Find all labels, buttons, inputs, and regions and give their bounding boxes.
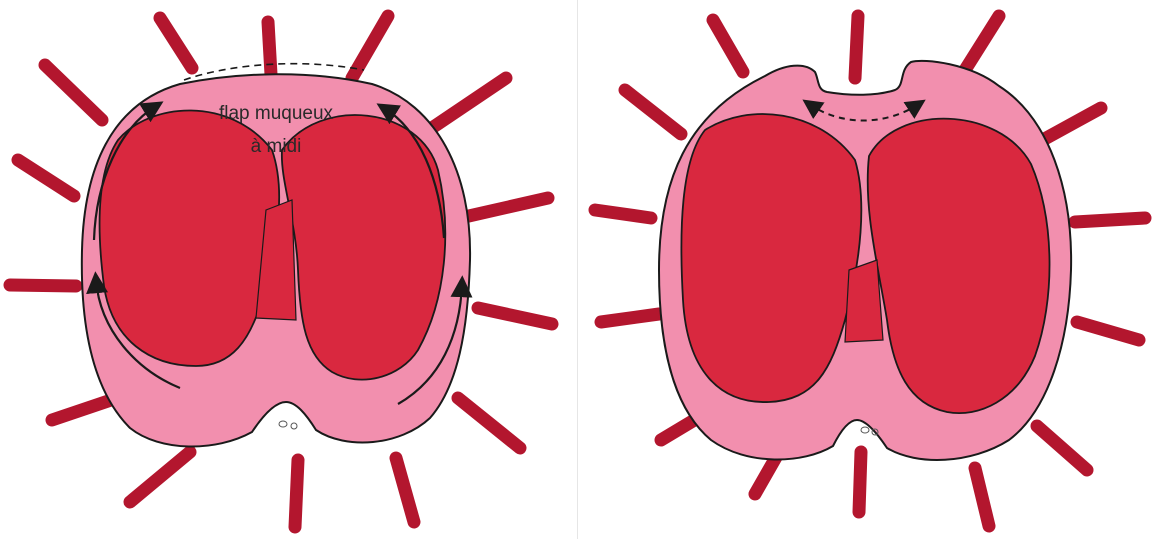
fiber <box>130 452 190 502</box>
fiber <box>396 458 414 522</box>
fiber <box>713 20 743 72</box>
fiber <box>975 468 989 526</box>
fiber <box>625 90 681 134</box>
fiber <box>1077 322 1139 340</box>
fiber <box>10 285 76 286</box>
fiber <box>352 16 388 78</box>
flap-label-line-1: flap muqueux <box>196 101 356 127</box>
left-illustration <box>0 0 578 539</box>
fiber <box>18 160 74 196</box>
fiber <box>855 16 858 78</box>
right-center-flap <box>845 260 883 342</box>
right-panel <box>579 0 1159 539</box>
fiber <box>859 452 861 512</box>
panel-divider <box>577 0 578 539</box>
fiber <box>458 398 520 448</box>
fiber <box>595 210 651 218</box>
fiber <box>160 18 192 68</box>
fiber <box>1075 218 1145 222</box>
fiber <box>295 460 298 527</box>
fiber <box>1037 426 1087 470</box>
fiber <box>601 314 659 322</box>
fiber <box>965 16 999 70</box>
small-mark <box>279 421 287 427</box>
right-illustration <box>579 0 1159 539</box>
left-panel: flap muqueux à midi <box>0 0 578 539</box>
fiber <box>1039 108 1101 142</box>
fiber <box>45 65 102 120</box>
fiber <box>460 198 548 218</box>
small-mark <box>291 423 297 429</box>
small-mark <box>861 427 869 433</box>
fiber <box>478 308 552 324</box>
flap-label-line-2: à midi <box>196 134 356 160</box>
